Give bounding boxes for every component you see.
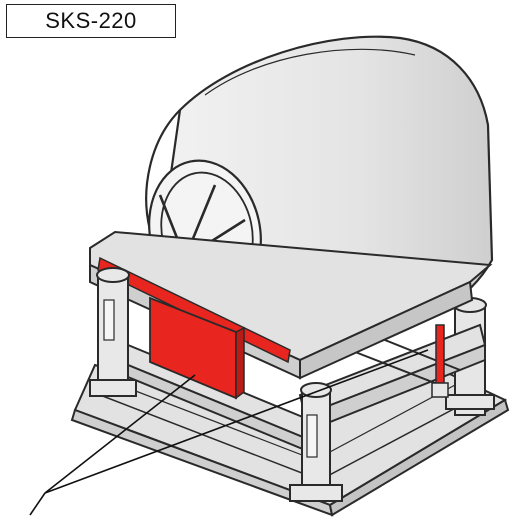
model-label: SKS-220 <box>6 4 176 38</box>
red-vibration-panel <box>149 296 245 400</box>
post-front-left <box>89 267 137 397</box>
leader-line-base-short <box>29 492 46 516</box>
spring-right <box>431 324 449 398</box>
callout-leader-lines <box>29 349 429 516</box>
leader-line-panel <box>44 374 196 494</box>
post-front-right <box>289 382 343 502</box>
leader-line-spring <box>44 349 429 494</box>
